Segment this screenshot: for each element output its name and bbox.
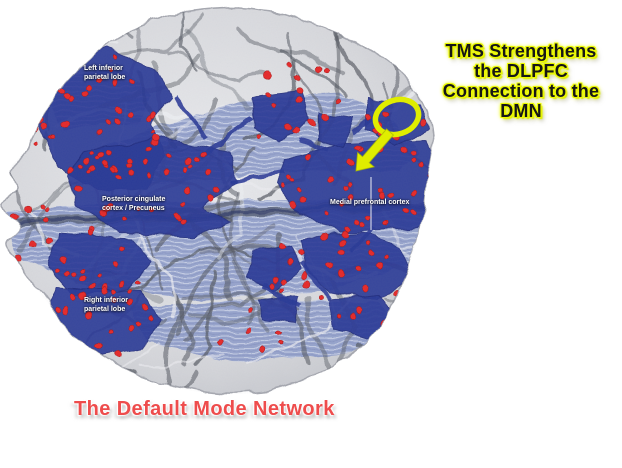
figure-caption: The Default Mode Network bbox=[74, 398, 335, 420]
highlight-circle-icon bbox=[372, 96, 422, 138]
label-line: parietal lobe bbox=[84, 306, 126, 314]
activation-node bbox=[64, 68, 72, 76]
label-line: Right inferior bbox=[84, 297, 128, 304]
activation-node bbox=[72, 52, 80, 60]
headline-line: DMN bbox=[500, 101, 542, 121]
headline-line: Connection to the bbox=[442, 81, 600, 101]
activation-node bbox=[427, 180, 434, 188]
label-right-inferior-parietal-lobe: Right inferior parietal lobe bbox=[84, 296, 128, 314]
label-line: cortex / Precuneus bbox=[102, 205, 165, 213]
label-medial-prefrontal-cortex: Medial prefrontal cortex bbox=[330, 198, 409, 207]
headline-line: the DLPFC bbox=[474, 61, 568, 81]
label-line: Medial prefrontal cortex bbox=[330, 199, 410, 206]
arrow-icon bbox=[355, 128, 395, 172]
label-line: Posterior cingulate bbox=[102, 196, 166, 203]
activation-node bbox=[63, 340, 69, 346]
headline-annotation: TMS Strengthens the DLPFC Connection to … bbox=[418, 41, 622, 121]
headline-line: TMS Strengthens bbox=[445, 41, 597, 61]
activation-node bbox=[32, 107, 38, 113]
label-posterior-cingulate-precuneus: Posterior cingulate cortex / Precuneus bbox=[102, 195, 165, 213]
label-line: parietal lobe bbox=[84, 74, 126, 82]
label-line: Left inferior bbox=[84, 65, 123, 72]
label-left-inferior-parietal-lobe: Left inferior parietal lobe bbox=[84, 64, 125, 82]
